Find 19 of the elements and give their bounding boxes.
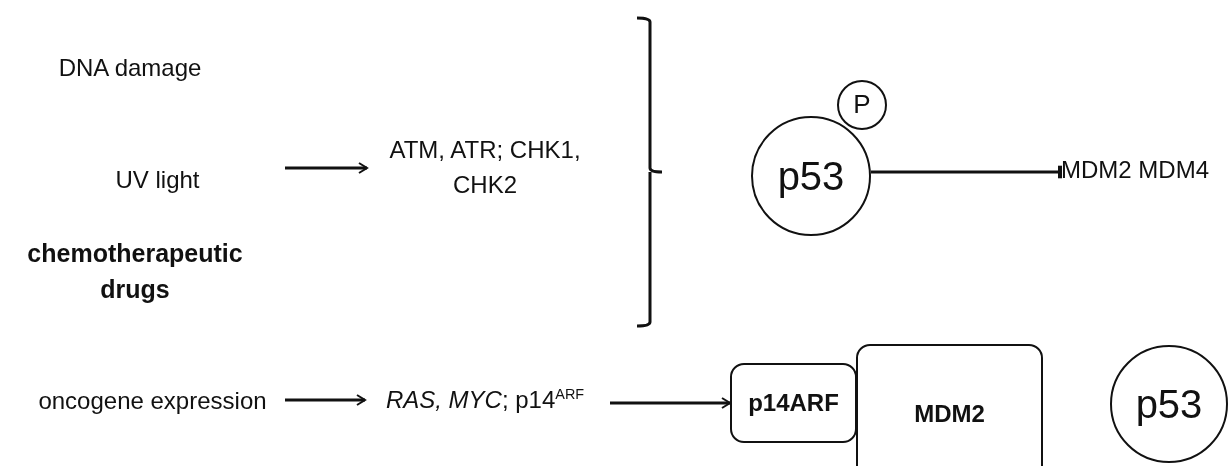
phosphate-circle	[837, 80, 887, 130]
protein-box	[856, 344, 1043, 466]
arrow	[285, 162, 368, 174]
stimulus-label: DNA damage	[58, 52, 202, 83]
protein-name: p53	[1135, 381, 1203, 428]
inhibition-line	[871, 165, 1063, 179]
arrow	[610, 397, 731, 409]
kinase-label: ATM, ATR; CHK1, CHK2	[388, 135, 582, 200]
protein-name: p53	[777, 153, 845, 200]
protein-name: P	[853, 88, 871, 122]
protein-label: MDM2 MDM4	[1061, 154, 1209, 185]
protein-name: p14ARF	[748, 387, 839, 418]
gene-label: RAS, MYC; p14$^{ARF}$	[385, 384, 585, 415]
stimulus-label: chemotherapeutic drugs	[26, 237, 244, 305]
stimulus-label: oncogene expression	[38, 385, 267, 416]
arrow	[285, 394, 366, 406]
protein-name: MDM2	[914, 398, 985, 429]
stimulus-label: UV light	[115, 164, 200, 195]
protein-box	[730, 363, 857, 443]
